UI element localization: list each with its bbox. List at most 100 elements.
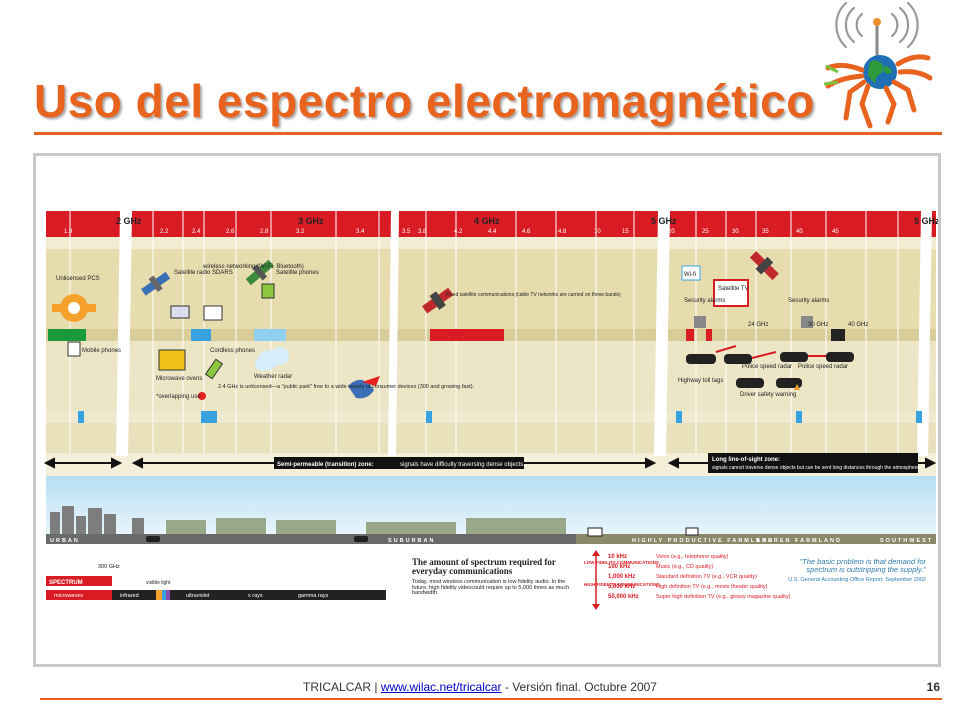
- device-label-highway-toll: Highway toll tags: [678, 378, 723, 384]
- weather-cloud-icon: [255, 347, 289, 371]
- security-alarm-icon: [694, 316, 706, 328]
- landscape-label-suburban: SUBURBAN: [388, 538, 435, 544]
- tv-satellite-icon: [749, 251, 779, 281]
- frequency-tick-label: 3.5: [402, 229, 411, 235]
- satellite-tv-icon: [713, 279, 749, 307]
- frequency-tick-label: 20: [668, 229, 675, 235]
- ghz-label: 5 GHz: [651, 216, 677, 226]
- spectrum-300ghz-label: 300 GHz: [98, 564, 120, 570]
- device-label-police-radar-2: Police speed radar: [798, 364, 848, 370]
- fixed-satellite-icon: [422, 287, 454, 314]
- device-label-police-radar: Police speed radar: [742, 364, 792, 370]
- frequency-tick-label: 4.2: [454, 229, 463, 235]
- cow-icon: [587, 527, 603, 537]
- device-label-unlicensed-pcs: Unlicensed PCS: [56, 276, 100, 282]
- slide-footer: TRICALCAR | www.wilac.net/tricalcar - Ve…: [0, 680, 960, 694]
- allocation-block-wifi: [191, 329, 211, 341]
- axis-break-5ghz: [654, 211, 670, 456]
- footer-link[interactable]: www.wilac.net/tricalcar: [380, 680, 502, 694]
- gao-quote-source: U.S. General Accounting Office Report, S…: [788, 576, 926, 583]
- unlicensed-pcs-icon: [52, 294, 96, 322]
- allocation-block-mobile: [48, 329, 86, 341]
- bandwidth-use: Standard definition TV (e.g., VCR qualit…: [656, 574, 757, 580]
- bandwidth-value: 100 kHz: [608, 564, 630, 570]
- axis-break-2ghz: [116, 211, 132, 456]
- title-underline: [34, 132, 942, 135]
- spectrum-label-box: [46, 576, 112, 586]
- band-label-40ghz: 40 GHz: [848, 322, 868, 328]
- laptop-icon: [203, 305, 223, 321]
- frequency-tick-label: 45: [832, 229, 839, 235]
- bandwidth-use: Super high definition TV (e.g., glossy m…: [656, 594, 791, 600]
- frequency-tick-label: 30: [732, 229, 739, 235]
- car-on-road-icon: [146, 536, 160, 542]
- device-label-security-alarms-2: Security alarms: [788, 298, 829, 304]
- frequency-tick-label: 25: [702, 229, 709, 235]
- frequency-tick-label: 10: [594, 229, 601, 235]
- frequency-tick-label: 1.9: [64, 229, 73, 235]
- device-zone-upper: [46, 249, 936, 329]
- urban-skyline: [50, 506, 144, 534]
- frequency-tick-label: 2.4: [192, 229, 201, 235]
- axis-break-4ghz: [388, 211, 399, 456]
- frequency-tick-label: 3.8: [418, 229, 427, 235]
- spectrum-band-xrays: x rays: [248, 593, 263, 599]
- device-label-driver-safety: Driver safety warning: [740, 392, 796, 398]
- allocation-block-fixed-satellite: [430, 329, 504, 341]
- spectrum-band-microwaves: microwaves: [54, 593, 83, 599]
- frequency-tick-label: 3.4: [356, 229, 365, 235]
- device-label-wifi: Wi-fi: [684, 272, 696, 278]
- spectrum-band-gamma: gamma rays: [298, 593, 329, 599]
- high-fidelity-label: HIGH FIDELITY COMMUNICATIONS: [584, 582, 660, 587]
- frequency-tick-label: 35: [762, 229, 769, 235]
- spectrum-bar: [46, 590, 386, 600]
- bandwidth-value: 5,000 kHz: [608, 584, 635, 590]
- frequency-tick-label: 3.2: [296, 229, 305, 235]
- transition-zone-label: Semi-permeable (transition) zone:: [277, 462, 374, 468]
- satellite-radio-icon: [141, 271, 171, 296]
- device-label-security-alarms: Security alarms: [684, 298, 725, 304]
- frequency-header-band: [46, 211, 936, 237]
- landscape-ground-strip: [46, 534, 936, 544]
- bandwidth-use: Voice (e.g., telephone quality): [656, 554, 729, 560]
- device-label-weather-radar: Weather radar: [254, 374, 292, 380]
- device-label-mobile-phones: Mobile phones: [82, 348, 121, 354]
- transition-zone-text-overlay: signals have difficulty traversing dense…: [400, 462, 525, 468]
- spectrum-band-infrared: infrared: [120, 593, 139, 599]
- landscape-label-southwest: SOUTHWEST: [880, 538, 933, 544]
- frequency-tick-label: 2.2: [160, 229, 169, 235]
- satellite-phone-icon: [245, 259, 274, 286]
- device-label-cordless-phones: Cordless phones: [210, 348, 255, 354]
- allocation-block-40ghz: [831, 329, 845, 341]
- mobile-phone-icon: [67, 341, 81, 357]
- frequency-tick-label: 4.8: [558, 229, 567, 235]
- car-icons: [686, 352, 854, 388]
- allocation-strip-lower: [46, 411, 936, 423]
- page-number: 16: [926, 680, 940, 694]
- frequency-tick-label: 4.4: [488, 229, 497, 235]
- spectrum-label: SPECTRUM: [49, 580, 83, 586]
- ghz-label: 3 GHz: [298, 216, 324, 226]
- low-fidelity-label: LOW FIDELITY COMMUNICATIONS: [584, 560, 659, 565]
- footer-suffix: - Versión final. Octubre 2007: [504, 680, 657, 694]
- device-label-satellite-phones: Satellite phones: [276, 270, 319, 276]
- band-label-30ghz: 30 GHz: [808, 322, 828, 328]
- los-zone-label: Long line-of-sight zone:: [712, 457, 780, 463]
- spectrum-band-ultraviolet: ultraviolet: [186, 593, 210, 599]
- bird-mascot-icon: [348, 376, 380, 399]
- band-label-24ghz: 24 GHz: [748, 322, 768, 328]
- footer-prefix: TRICALCAR |: [303, 680, 378, 694]
- security-alarm-icon-2: [801, 316, 813, 328]
- frequency-tick-label: 15: [622, 229, 629, 235]
- spectrum-band-visible: visible light: [146, 580, 171, 586]
- slide-title: Uso del espectro electromagnético: [34, 75, 815, 127]
- device-label-microwave-ovens: Microwave ovens: [156, 376, 202, 382]
- wifi-icon: [681, 265, 701, 281]
- frequency-tick-label: 4.6: [522, 229, 531, 235]
- device-label-fixed-satellite: Fixed satellite communications (cable TV…: [446, 292, 621, 298]
- bandwidth-value: 50,000 kHz: [608, 594, 639, 600]
- landscape-label-barren-farmland: BARREN FARMLAND: [756, 538, 842, 544]
- device-label-wireless-networking: wireless networking (Wi-Fi, Bluetooth): [202, 264, 304, 270]
- cordless-phone-icon: [204, 358, 224, 380]
